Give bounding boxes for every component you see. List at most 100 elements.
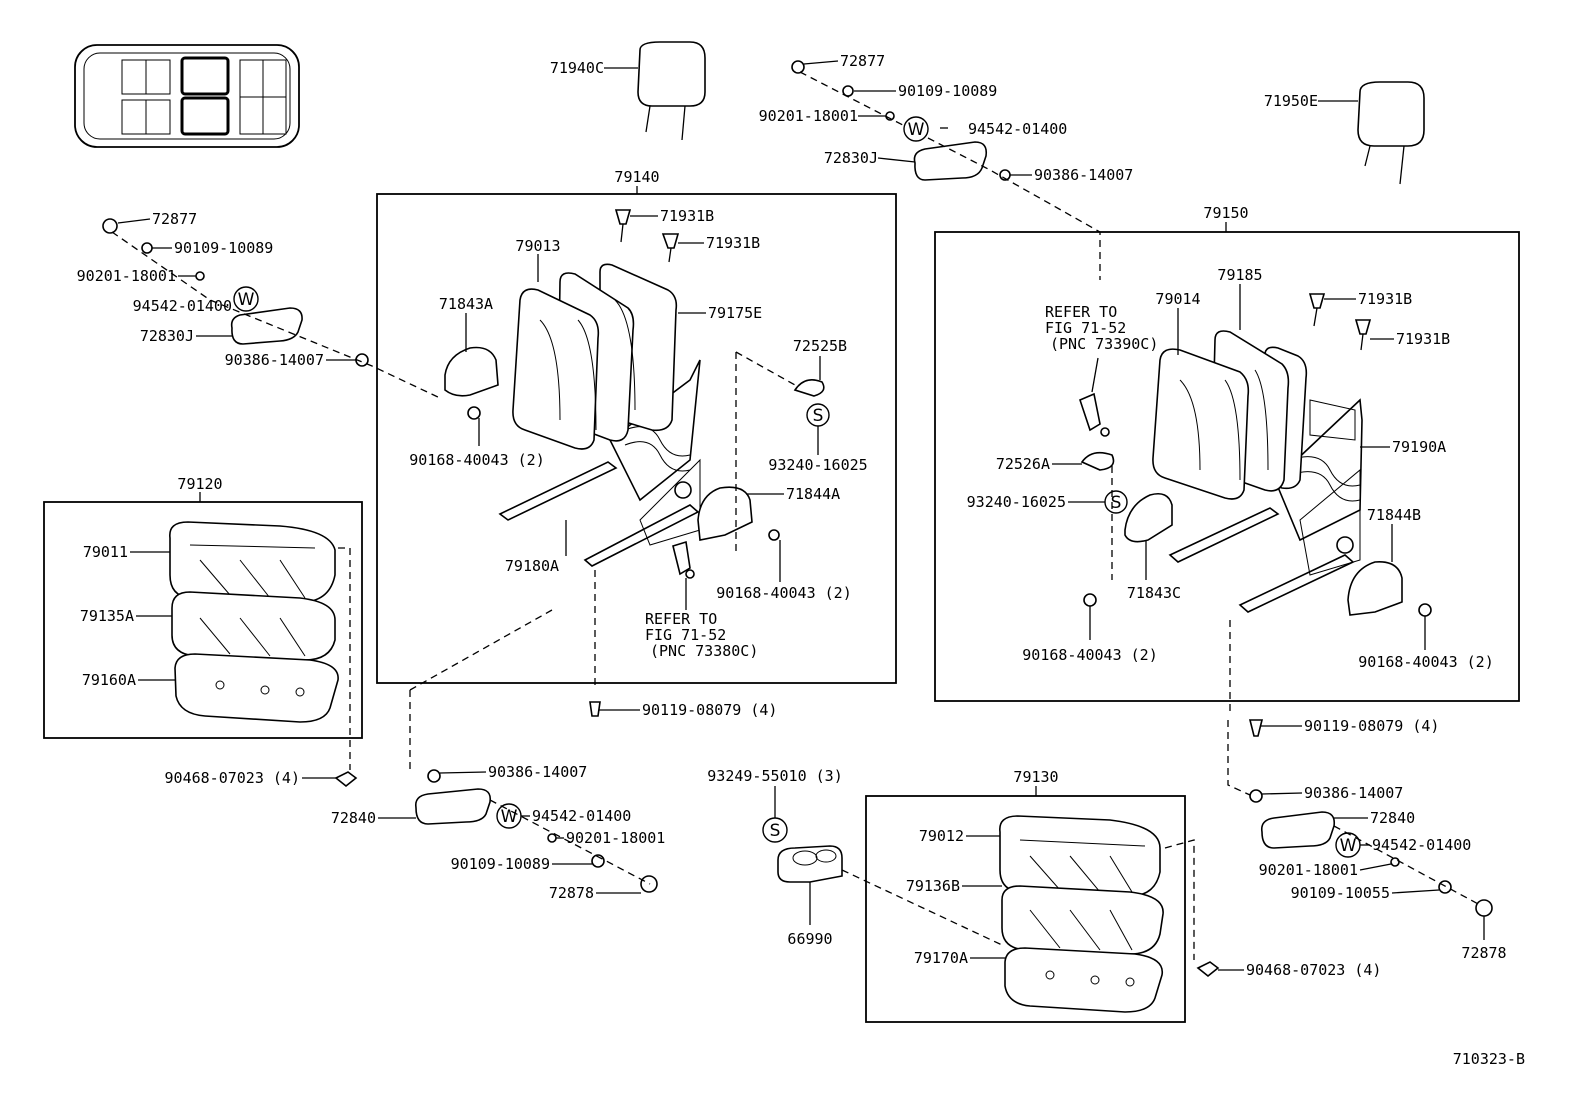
box-number-79130: 79130 (1013, 768, 1058, 786)
left-seatback-assembly (444, 209, 830, 690)
seat-layout-icon (74, 44, 300, 148)
box-front-right-seatback (934, 231, 1520, 702)
part-label: 79170A (914, 949, 968, 967)
refer-note-line: REFER TO (645, 610, 717, 628)
headrest-left-icon (604, 41, 706, 141)
bottom-left-armrest-hardware (378, 609, 658, 894)
part-label: 94542-01400 (968, 120, 1067, 138)
part-label: 90201-18001 (77, 267, 176, 285)
part-label: 72830J (824, 149, 878, 167)
part-label: 90201-18001 (759, 107, 858, 125)
washer-symbol-letter: W (501, 807, 518, 827)
spring-symbol-letter: S (770, 821, 781, 841)
refer-note-line: FIG 71-52 (1045, 319, 1126, 337)
part-label: 71940C (550, 59, 604, 77)
part-label: 71931B (1396, 330, 1450, 348)
part-label: 90386-14007 (1034, 166, 1133, 184)
part-label: 71950E (1264, 92, 1318, 110)
top-armrest-hardware (791, 60, 1101, 280)
part-label: 72878 (1461, 944, 1506, 962)
part-label: 90468-07023 (4) (1246, 961, 1381, 979)
part-label: 90119-08079 (4) (1304, 717, 1439, 735)
part-labels: 79140 79120 79150 79130 71940C 71950E 72… (77, 52, 1525, 1068)
part-label: 71931B (706, 234, 760, 252)
part-label: 79160A (82, 671, 136, 689)
part-label: 71931B (1358, 290, 1412, 308)
washer-symbol-letter: W (1340, 836, 1357, 856)
spring-symbol-letter: S (813, 406, 824, 426)
clip-icon (334, 771, 358, 788)
part-label: 90386-14007 (1304, 784, 1403, 802)
headrest-right-icon (1318, 81, 1425, 185)
refer-note-line: (PNC 73390C) (1050, 335, 1158, 353)
part-label: 90168-40043 (2) (1358, 653, 1493, 671)
part-label: 79136B (906, 877, 960, 895)
washer-symbol-letter: W (238, 290, 255, 310)
part-label: 72525B (793, 337, 847, 355)
part-label: 71843A (439, 295, 493, 313)
part-label: 90468-07023 (4) (165, 769, 300, 787)
part-label: 79011 (83, 543, 128, 561)
figure-id: 710323-B (1453, 1050, 1525, 1068)
box-number-79120: 79120 (177, 475, 222, 493)
right-seatback-assembly (1052, 284, 1432, 715)
part-label: 90109-10089 (898, 82, 997, 100)
part-label: 71844B (1367, 506, 1421, 524)
part-label: 90119-08079 (4) (642, 701, 777, 719)
part-label: 94542-01400 (1372, 836, 1471, 854)
left-cushion-assembly (130, 521, 351, 770)
part-label: 93240-16025 (768, 456, 867, 474)
refer-note-line: (PNC 73380C) (650, 642, 758, 660)
box-front-left-cushion (43, 501, 363, 739)
washer-symbol-icon (233, 286, 259, 312)
right-cushion-assembly (962, 815, 1195, 1013)
part-label: 71843C (1127, 584, 1181, 602)
spring-symbol-letter: S (1111, 493, 1122, 513)
part-label: 72840 (1370, 809, 1415, 827)
part-label: 72878 (549, 884, 594, 902)
part-label: 90386-14007 (225, 351, 324, 369)
part-label: 79135A (80, 607, 134, 625)
clip-icon (1196, 961, 1220, 978)
part-label: 79175E (708, 304, 762, 322)
part-label: 90109-10089 (451, 855, 550, 873)
part-label: 71931B (660, 207, 714, 225)
part-label: 90109-10055 (1291, 884, 1390, 902)
part-label: 90168-40043 (2) (409, 451, 544, 469)
part-label: 90168-40043 (2) (1022, 646, 1157, 664)
left-armrest-hardware (102, 218, 441, 399)
washer-symbol-icon (903, 116, 929, 142)
part-label: 72830J (140, 327, 194, 345)
part-label: 90386-14007 (488, 763, 587, 781)
box-number-79150: 79150 (1203, 204, 1248, 222)
bolt-icon (589, 701, 601, 717)
part-label: 90201-18001 (1259, 861, 1358, 879)
part-label: 79180A (505, 557, 559, 575)
box-front-right-cushion (865, 795, 1186, 1023)
part-label: 71844A (786, 485, 840, 503)
part-label: 72526A (996, 455, 1050, 473)
part-label: 79185 (1217, 266, 1262, 284)
part-label: 72877 (152, 210, 197, 228)
clip-66990-assembly (762, 786, 1003, 946)
part-label: 66990 (787, 930, 832, 948)
part-label: 72840 (331, 809, 376, 827)
part-label: 79012 (919, 827, 964, 845)
part-label: 90168-40043 (2) (716, 584, 851, 602)
refer-note-line: FIG 71-52 (645, 626, 726, 644)
bolt-icon (1248, 719, 1264, 737)
part-label: 94542-01400 (133, 297, 232, 315)
part-label: 94542-01400 (532, 807, 631, 825)
refer-note-line: REFER TO (1045, 303, 1117, 321)
part-label: 93249-55010 (3) (707, 767, 842, 785)
circle-symbols: W W W W S S S (238, 120, 1357, 856)
part-label: 79013 (515, 237, 560, 255)
box-number-79140: 79140 (614, 168, 659, 186)
part-label: 93240-16025 (967, 493, 1066, 511)
bottom-right-armrest-hardware (1227, 720, 1493, 940)
part-label: 79014 (1155, 290, 1200, 308)
part-label: 72877 (840, 52, 885, 70)
part-label: 90109-10089 (174, 239, 273, 257)
part-label: 90201-18001 (566, 829, 665, 847)
